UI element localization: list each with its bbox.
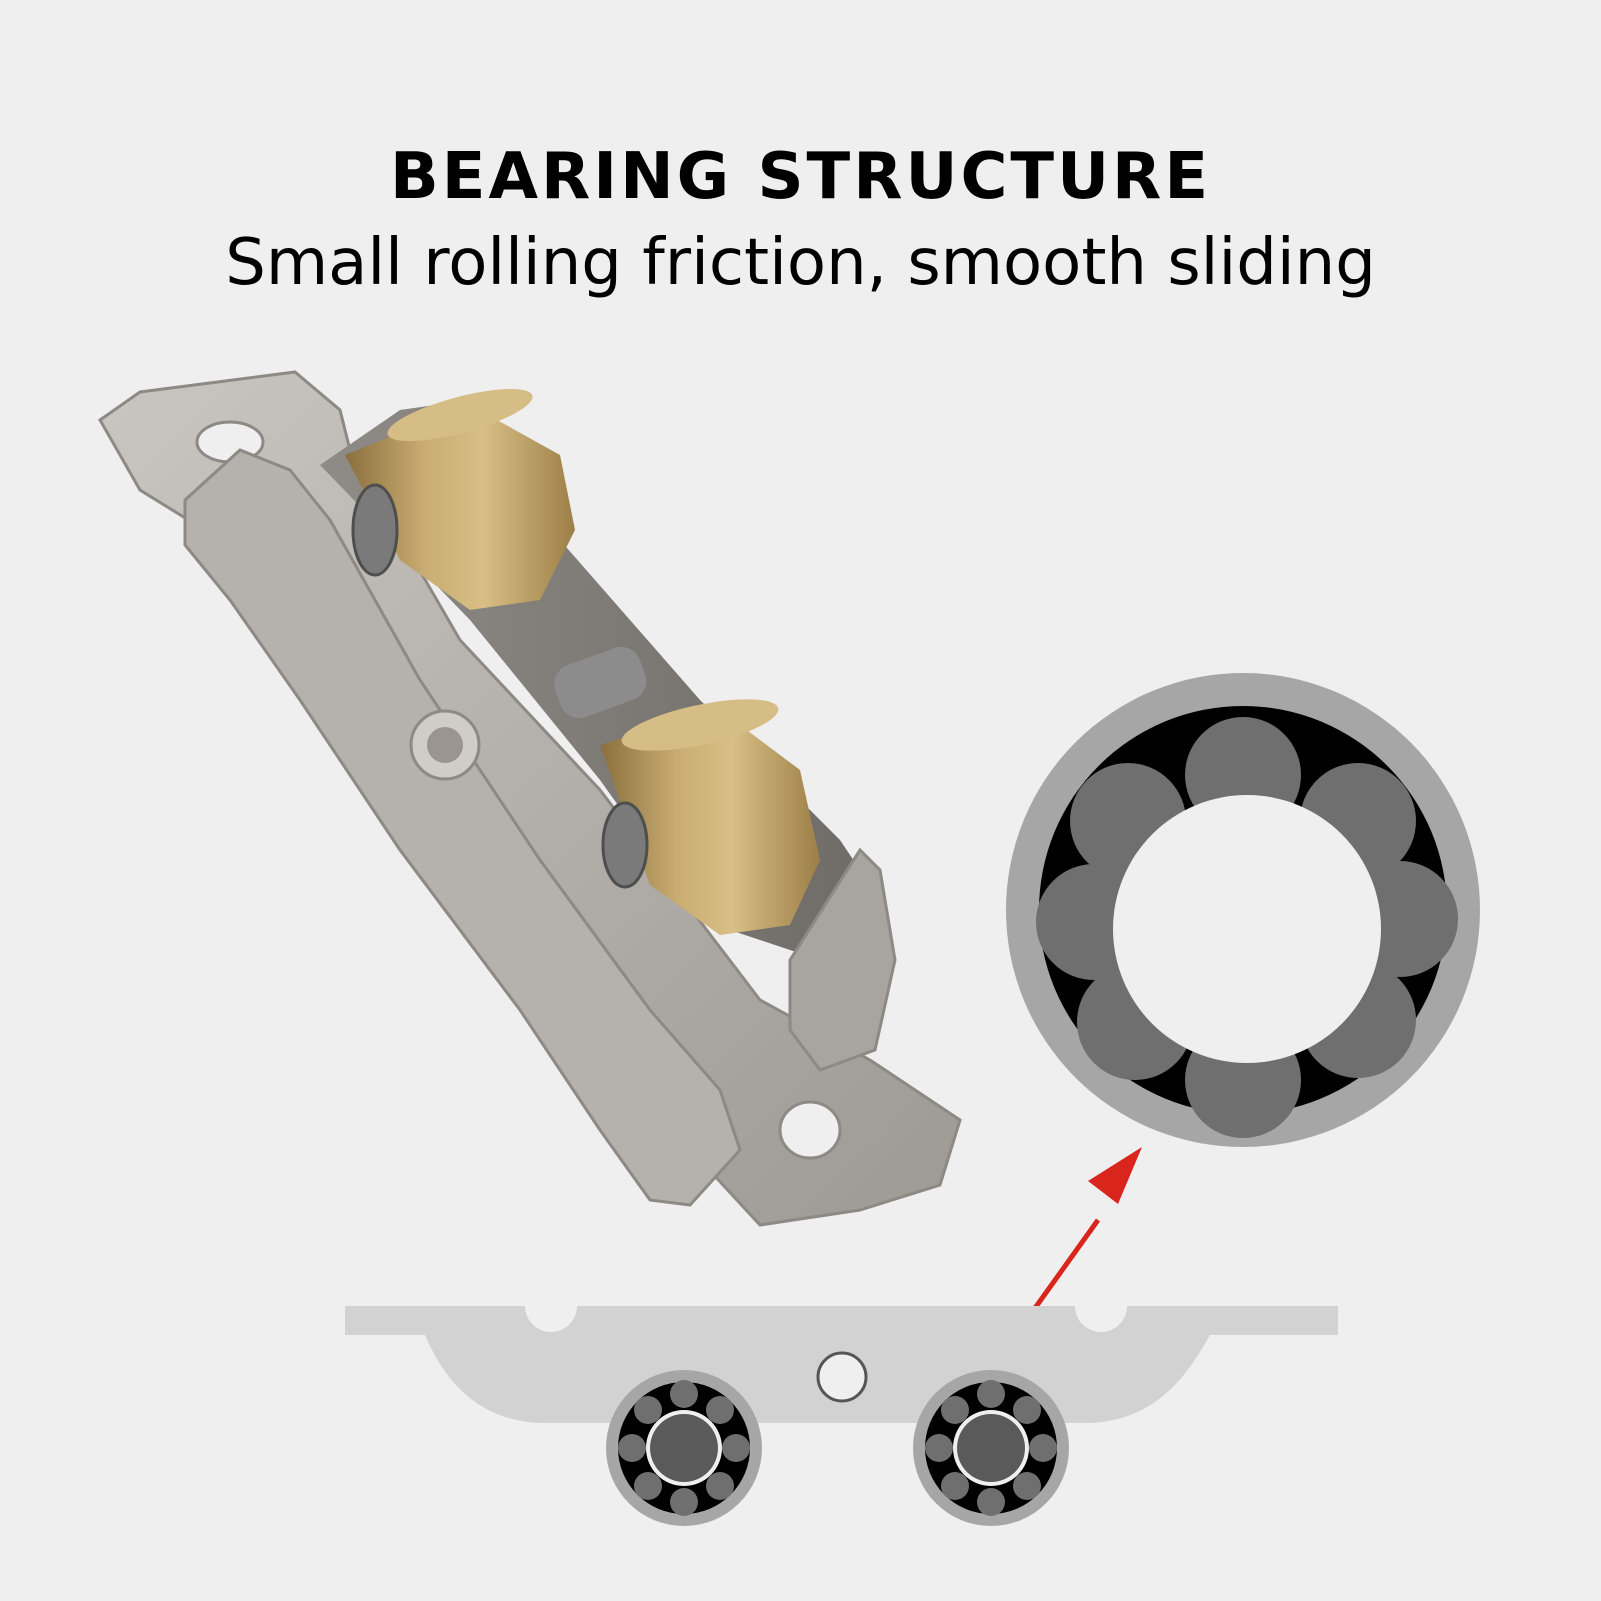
page-title: BEARING STRUCTURE [389, 140, 1212, 214]
center-pin [816, 1351, 868, 1403]
bottom-lip [788, 847, 897, 1072]
roller-assembly-photo [98, 370, 962, 1227]
axle [554, 646, 647, 719]
small-bearing-right [913, 1370, 1069, 1526]
inner-bore [1113, 795, 1381, 1063]
bottom-mount-hole [778, 1100, 842, 1160]
upper-brass-wheel [345, 388, 575, 610]
roller-schematic [345, 1306, 1338, 1526]
bearing-detail [1006, 673, 1480, 1147]
page-subtitle: Small rolling friction, smooth sliding [225, 226, 1376, 300]
small-bearing-left [606, 1370, 762, 1526]
front-plate [183, 448, 742, 1207]
lower-brass-wheel [600, 699, 820, 935]
